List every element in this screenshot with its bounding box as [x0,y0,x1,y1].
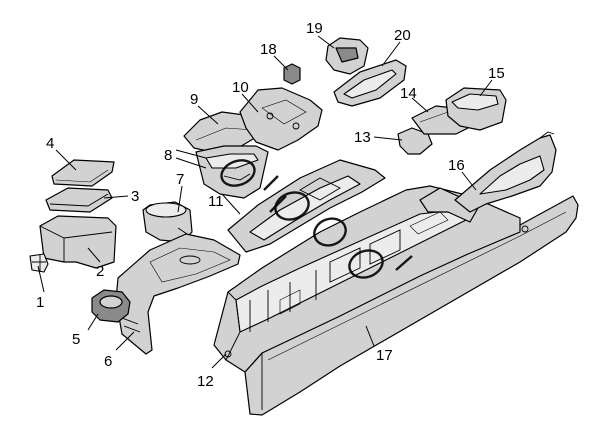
callout-11: 11 [208,193,224,210]
part-8-armrest-bin [195,145,269,199]
callout-19: 19 [306,20,323,37]
callout-14: 14 [400,85,417,102]
part-19-module [325,37,369,75]
part-10-bracket [239,87,323,151]
callout-13: 13 [354,129,371,146]
main-console-body [213,185,521,373]
part-4-lid [51,159,115,187]
callout-3: 3 [131,188,139,205]
callout-16: 16 [448,157,465,174]
part-15-tray-cover [445,87,507,131]
leader-lines [37,35,493,369]
part-5-switch [91,289,131,323]
callout-8: 8 [164,147,172,164]
callout-6: 6 [104,353,112,370]
part-2-storage-box [39,215,117,269]
callout-10: 10 [232,79,249,96]
callout-15: 15 [488,65,505,82]
part-20-bezel [333,59,407,107]
part-3-pad [45,187,113,213]
part-1-clip [29,253,49,273]
part-6-front-trim [115,233,241,355]
part-13-small-bracket [397,127,433,155]
callout-labels: 1 2 3 4 5 6 7 8 9 10 11 12 13 14 15 16 1… [36,20,505,390]
callout-20: 20 [394,27,411,44]
part-16-rear-rail [454,131,557,213]
part-11-center-tray [227,159,386,253]
part-12-fastener [224,350,232,358]
callout-2: 2 [96,263,104,280]
watermark-overlay [220,159,413,279]
part-18-knob [283,63,301,85]
callout-12: 12 [197,373,214,390]
callout-17: 17 [376,347,393,364]
callout-4: 4 [46,135,54,152]
callout-5: 5 [72,331,80,348]
part-7-cup-holder [142,201,193,245]
callout-9: 9 [190,91,198,108]
callout-1: 1 [36,294,44,311]
callout-18: 18 [260,41,277,58]
callout-7: 7 [176,171,184,188]
